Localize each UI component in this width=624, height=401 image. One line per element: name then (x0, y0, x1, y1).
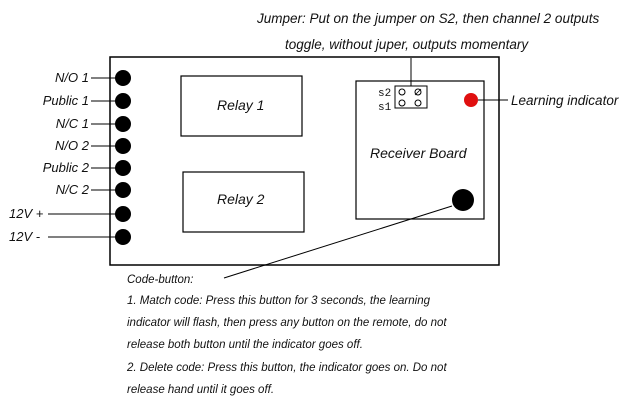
relay-2-box (182, 171, 305, 233)
receiver-board-label: Receiver Board (370, 145, 467, 161)
learning-indicator-label: Learning indicator (511, 93, 619, 108)
code-button-line-4: 2. Delete code: Press this button, the i… (127, 362, 447, 374)
relay-1-box (180, 75, 303, 137)
terminal-label: N/O 1 (55, 70, 89, 85)
terminal-screw (115, 206, 131, 222)
terminal-label: 12V - (9, 229, 41, 244)
terminal-screw (115, 138, 131, 154)
receiver-board-box (355, 80, 485, 220)
terminal-label: Public 1 (42, 93, 89, 108)
main-board-outline (109, 56, 500, 266)
jumper-s2-label: s2 (378, 88, 392, 100)
jumper-pin (414, 99, 422, 107)
terminal-screw (115, 229, 131, 245)
jumper-note-line2: toggle, without juper, outputs momentary (285, 37, 529, 52)
terminal-label: N/C 1 (55, 116, 89, 131)
code-button-line-2: indicator will flash, then press any but… (127, 317, 447, 329)
code-button-dot (452, 189, 474, 211)
code-button-line-1: 1. Match code: Press this button for 3 s… (127, 295, 431, 307)
code-button-title: Code-button: (127, 274, 194, 286)
jumper-pin (398, 88, 406, 96)
jumper-note-line1: Jumper: Put on the jumper on S2, then ch… (257, 11, 600, 26)
jumper-s1-label: s1 (378, 102, 392, 114)
terminal-label: Public 2 (42, 160, 89, 175)
terminal-label: N/C 2 (55, 182, 89, 197)
code-button-line-3: release both button until the indicator … (127, 339, 363, 351)
code-button-line-5: release hand until it goes off. (127, 384, 275, 396)
terminal-label: N/O 2 (55, 138, 89, 153)
jumper-pin (414, 88, 422, 96)
terminal-screw (115, 93, 131, 109)
terminal-label: 12V + (9, 206, 44, 221)
terminal-screw (115, 70, 131, 86)
code-button-pointer (223, 205, 453, 279)
terminal-screw (115, 160, 131, 176)
terminal-screw (115, 182, 131, 198)
jumper-pin (398, 99, 406, 107)
relay-2-label: Relay 2 (217, 191, 265, 207)
relay-1-label: Relay 1 (217, 97, 265, 113)
jumper-pin-mark (414, 88, 422, 96)
terminal-screw (115, 116, 131, 132)
learning-indicator-led (464, 93, 478, 107)
terminal-marks (48, 70, 131, 245)
